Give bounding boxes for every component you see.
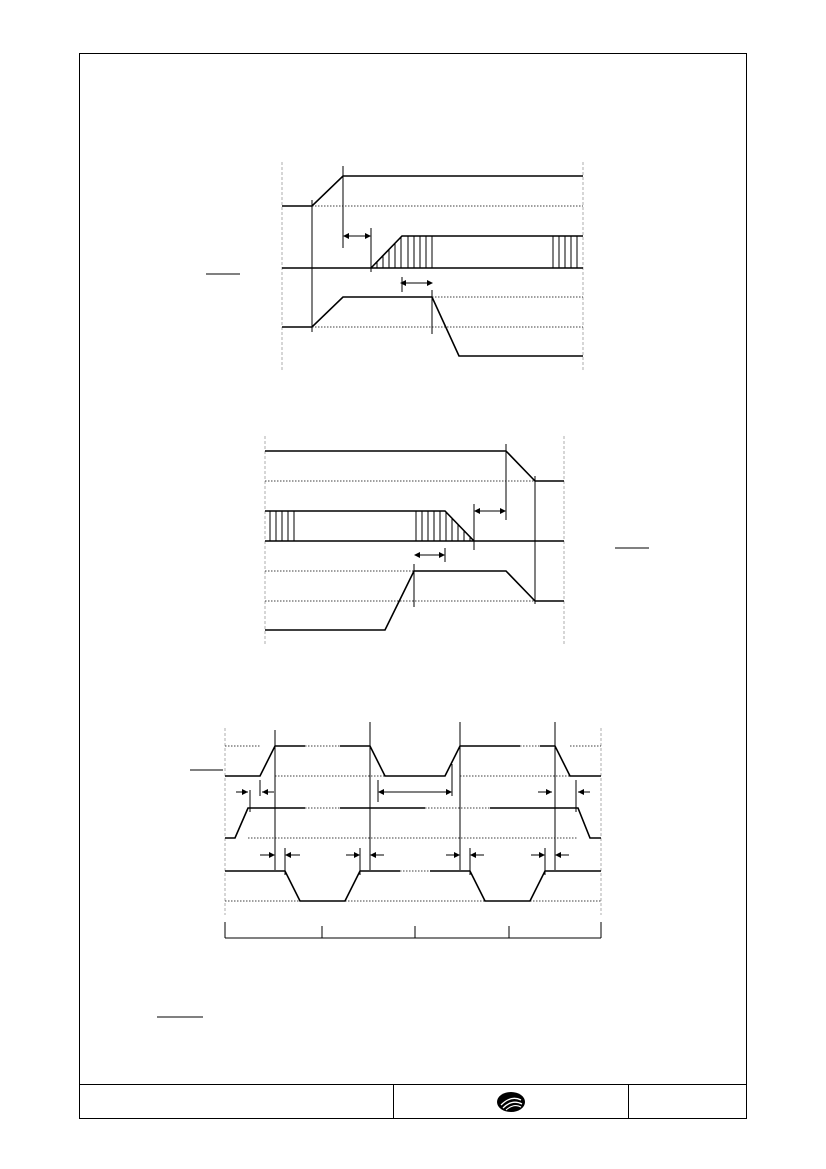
- interface-hatch-right: [552, 236, 578, 268]
- signal2-waveform-c: [490, 807, 601, 839]
- footer-left-cell: [79, 1085, 394, 1119]
- signal3-waveform-b: [430, 870, 601, 902]
- vdd-waveform: [265, 450, 564, 482]
- reset-waveform: [265, 570, 564, 631]
- footer-middle-cell: [394, 1085, 629, 1119]
- signal1-waveform-c: [540, 745, 601, 777]
- interface-waveform: [265, 510, 475, 542]
- signal1-waveform-a: [225, 745, 305, 777]
- reset-waveform: [282, 296, 583, 357]
- signal1-waveform-b: [340, 745, 520, 777]
- company-logo-icon: [497, 1092, 525, 1112]
- interface-hatch-right: [415, 511, 471, 541]
- write-read-timing-diagram: [190, 722, 602, 939]
- page-frame: [79, 53, 747, 1119]
- power-off-sequence-diagram: [264, 436, 649, 646]
- interface-hatch-left: [269, 511, 295, 541]
- interface-hatch-left: [376, 236, 433, 268]
- vdd-waveform: [282, 175, 583, 207]
- footer: [79, 1084, 747, 1119]
- signal3-waveform-a: [225, 870, 400, 902]
- footer-right-cell: [629, 1085, 746, 1119]
- power-on-sequence-diagram: [206, 162, 584, 372]
- interface-waveform: [370, 235, 583, 269]
- signal2-waveform-a: [225, 807, 305, 839]
